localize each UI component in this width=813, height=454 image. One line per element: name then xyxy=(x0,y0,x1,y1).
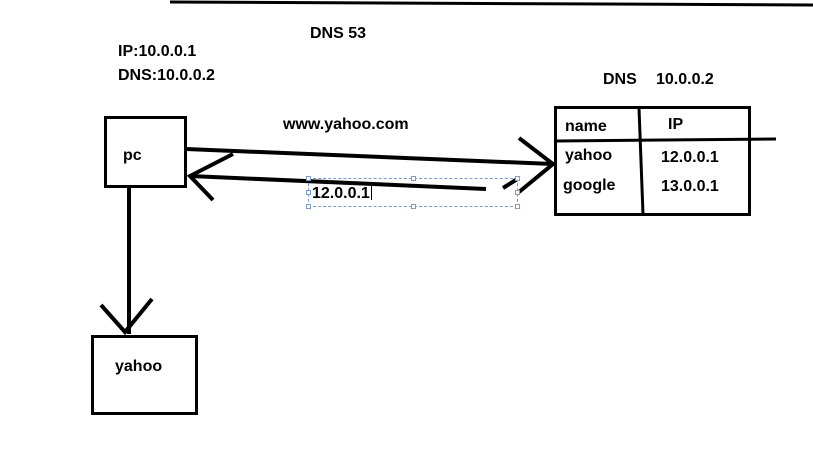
dns-table-row-1-name: yahoo xyxy=(565,147,613,164)
yahoo-server-box: yahoo xyxy=(91,335,198,415)
query-arrowhead xyxy=(517,136,557,194)
dns-table-header-name: name xyxy=(565,118,607,135)
query-domain-label: www.yahoo.com xyxy=(283,116,409,133)
resize-handle-bottom-left[interactable] xyxy=(306,204,311,209)
resize-handle-top-left[interactable] xyxy=(306,176,311,181)
pc-dns-label: DNS:10.0.0.2 xyxy=(118,67,215,84)
resize-handle-middle-right[interactable] xyxy=(515,190,520,195)
resize-handle-bottom-right[interactable] xyxy=(515,204,520,209)
dns-table-header-divider xyxy=(555,137,777,143)
dns-server-address: 10.0.0.2 xyxy=(656,71,714,88)
dns-port-label: DNS 53 xyxy=(310,25,367,42)
resize-handle-middle-left[interactable] xyxy=(306,190,311,195)
resize-handle-bottom-center[interactable] xyxy=(411,204,416,209)
dns-table-row-1-ip: 12.0.0.1 xyxy=(661,149,719,166)
resize-handle-top-center[interactable] xyxy=(411,176,416,181)
dns-table-row-2-ip: 13.0.0.1 xyxy=(661,178,719,195)
pc-box: pc xyxy=(104,116,187,188)
reply-ip-textbox[interactable]: 12.0.0.1 xyxy=(306,176,520,209)
reply-ip-value: 12.0.0.1 xyxy=(312,185,370,202)
query-arrow-shaft xyxy=(185,147,554,166)
dns-table-column-divider xyxy=(637,107,645,215)
reply-arrowhead xyxy=(186,152,234,202)
pc-ip-label: IP:10.0.0.1 xyxy=(118,43,197,60)
dns-server-title: DNS xyxy=(603,71,637,88)
dns-table-box xyxy=(554,106,751,216)
yahoo-server-label: yahoo xyxy=(115,358,163,375)
top-edge-line xyxy=(169,0,813,7)
reply-ip-text[interactable]: 12.0.0.1 xyxy=(312,185,372,202)
text-cursor xyxy=(370,185,372,200)
pc-label: pc xyxy=(123,147,142,164)
pc-to-yahoo-arrowhead xyxy=(99,297,154,336)
reply-arrow-shaft xyxy=(189,174,487,191)
resize-handle-top-right[interactable] xyxy=(515,176,520,181)
dns-table-row-2-name: google xyxy=(563,177,616,194)
dns-table-header-ip: IP xyxy=(668,116,684,133)
